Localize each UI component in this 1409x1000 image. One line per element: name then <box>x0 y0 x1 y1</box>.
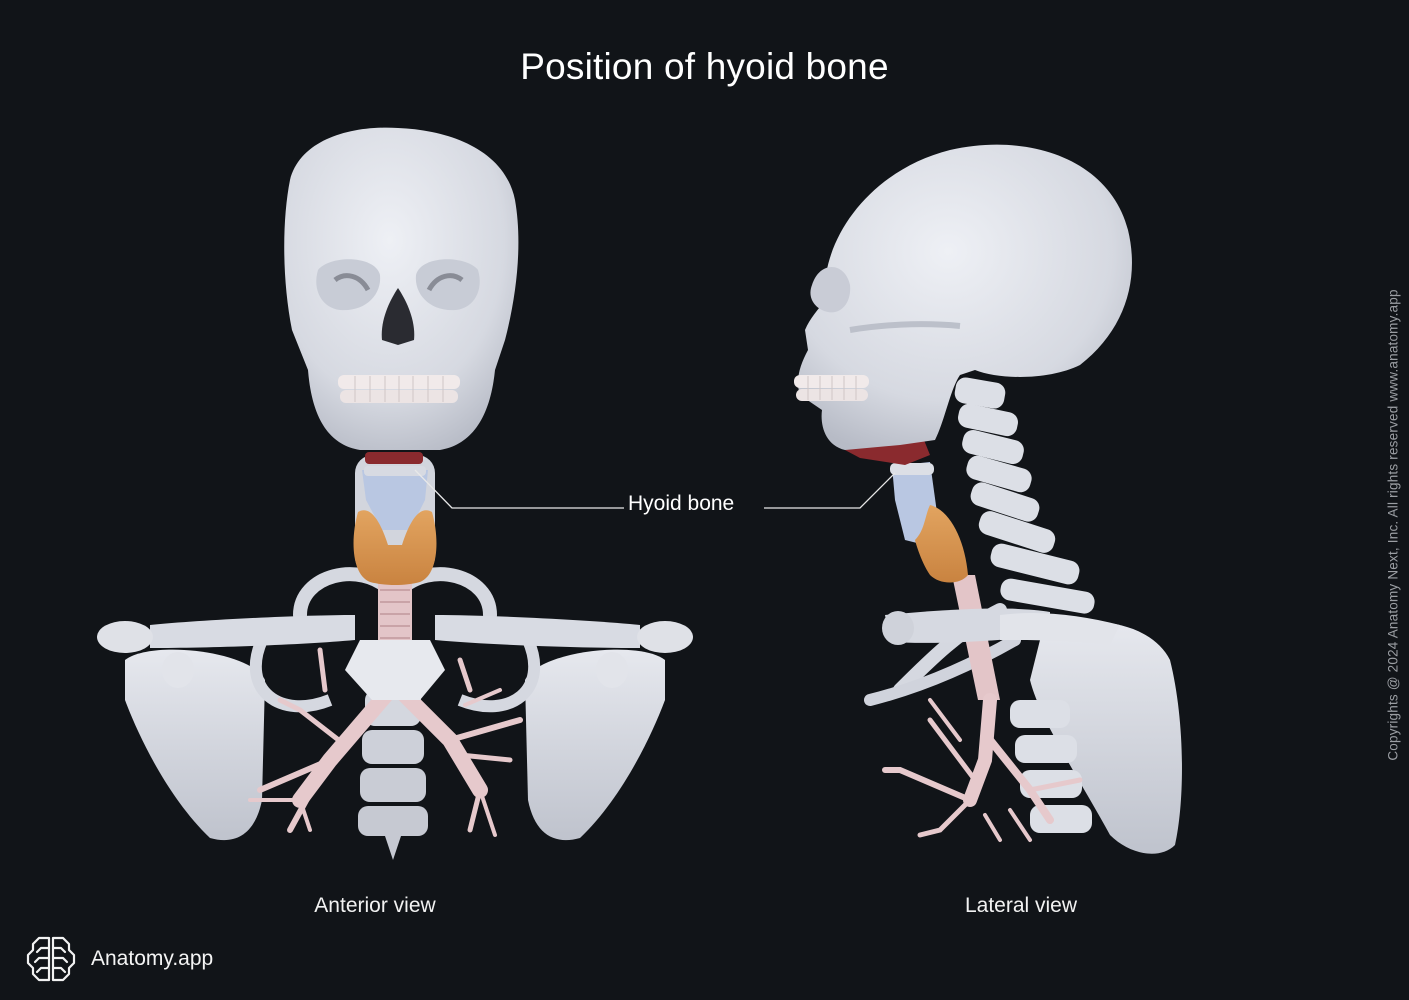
leader-line-lateral <box>764 472 896 509</box>
caption-anterior-view: Anterior view <box>314 894 436 917</box>
anterior-view-figure <box>97 127 693 860</box>
page-title: Position of hyoid bone <box>520 46 889 87</box>
lateral-view-figure <box>794 144 1182 854</box>
caption-lateral-view: Lateral view <box>964 894 1078 917</box>
brain-icon <box>26 936 76 982</box>
leader-line-anterior <box>414 469 624 509</box>
structure-label-hyoid-bone: Hyoid bone <box>628 492 735 515</box>
brand-logo: Anatomy.app <box>25 934 213 984</box>
brand-name: Anatomy.app <box>91 947 214 970</box>
copyright-notice: Copyrights @ 2024 Anatomy Next, Inc. All… <box>1385 289 1401 761</box>
